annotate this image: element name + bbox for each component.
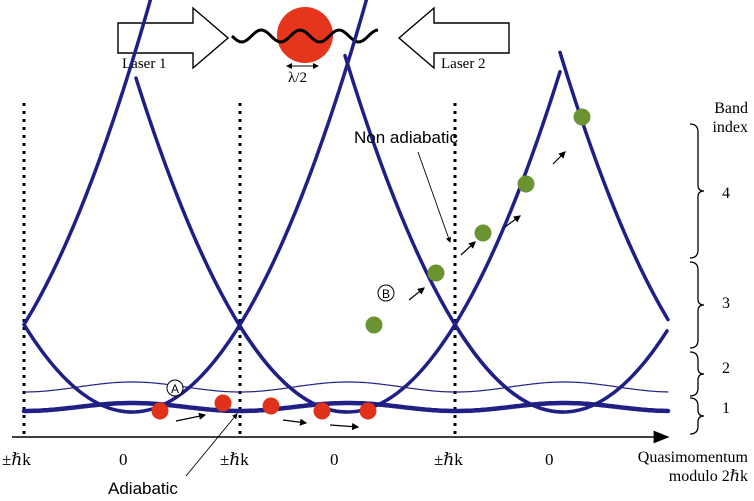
path-a-dot (262, 397, 280, 415)
tick-label: ±ℏk (434, 450, 463, 469)
atom-cloud (277, 7, 333, 63)
motion-arrow (282, 418, 308, 426)
wavelength-label: λ/2 (288, 70, 307, 86)
brace-band-2 (689, 351, 705, 397)
tick-label: ±ℏk (220, 450, 249, 469)
energy-bands (21, 0, 671, 414)
band-curve (343, 53, 565, 414)
non-adiabatic-pointer (417, 151, 452, 243)
band-curve (238, 69, 562, 414)
tick-label: ±ℏk (2, 450, 31, 469)
motion-arrows (175, 151, 566, 431)
path-a-dots (151, 394, 377, 420)
band-1-curve (21, 400, 671, 414)
laser-setup: Laser 1 Laser 2 λ/2 (117, 6, 510, 86)
path-b-dot (427, 264, 445, 282)
motion-arrow (408, 287, 425, 301)
laser-2-label: Laser 2 (441, 56, 486, 72)
svg-text:B: B (382, 287, 390, 301)
motion-arrow (552, 151, 566, 165)
band-index-title-line2: index (712, 119, 748, 136)
svg-text:A: A (171, 382, 179, 396)
band-index-3: 3 (722, 295, 730, 312)
path-b-dot (474, 224, 492, 242)
non-adiabatic-label: Non adiabatic (354, 128, 458, 147)
x-axis-ticks: ±ℏk 0 ±ℏk 0 ±ℏk 0 (2, 450, 554, 469)
path-b-dot (365, 316, 383, 334)
path-b-dots (365, 108, 591, 334)
band-curve (558, 50, 670, 322)
band-gap-curve (23, 381, 669, 393)
adiabatic-pointer (185, 413, 238, 477)
band-index-title-line1: Band (714, 100, 748, 117)
band-curve (22, 0, 153, 327)
band-curve (134, 76, 348, 414)
tick-label: 0 (119, 450, 128, 469)
path-b-dot (517, 175, 535, 193)
brace-band-3 (689, 261, 705, 349)
tick-label: 0 (545, 450, 554, 469)
path-a-marker: A (166, 379, 184, 397)
brace-band-4 (689, 123, 705, 259)
brace-band-1 (689, 397, 705, 435)
path-b-dot (573, 108, 591, 126)
band-curve (118, 0, 369, 414)
path-a-dot (313, 402, 331, 420)
path-a-dot (359, 402, 377, 420)
x-axis-label-line2: modulo 2ℏk (669, 468, 748, 485)
adiabatic-label: Adiabatic (108, 479, 178, 498)
band-index-scale: Band index 4 3 2 1 (689, 100, 748, 435)
laser-2-arrow (397, 6, 510, 70)
motion-arrow (175, 412, 207, 422)
path-a-dot (214, 394, 232, 412)
path-b-marker: B (377, 284, 395, 302)
band-index-4: 4 (722, 185, 730, 202)
motion-arrow (460, 241, 476, 256)
tick-label: 0 (330, 450, 339, 469)
band-index-1: 1 (722, 400, 730, 417)
path-a-dot (151, 402, 169, 420)
motion-arrow (329, 422, 360, 431)
band-curve (22, 322, 134, 414)
band-index-2: 2 (722, 360, 730, 377)
x-axis-label-line1: Quasimomentum (638, 449, 749, 466)
motion-arrow (504, 215, 521, 228)
